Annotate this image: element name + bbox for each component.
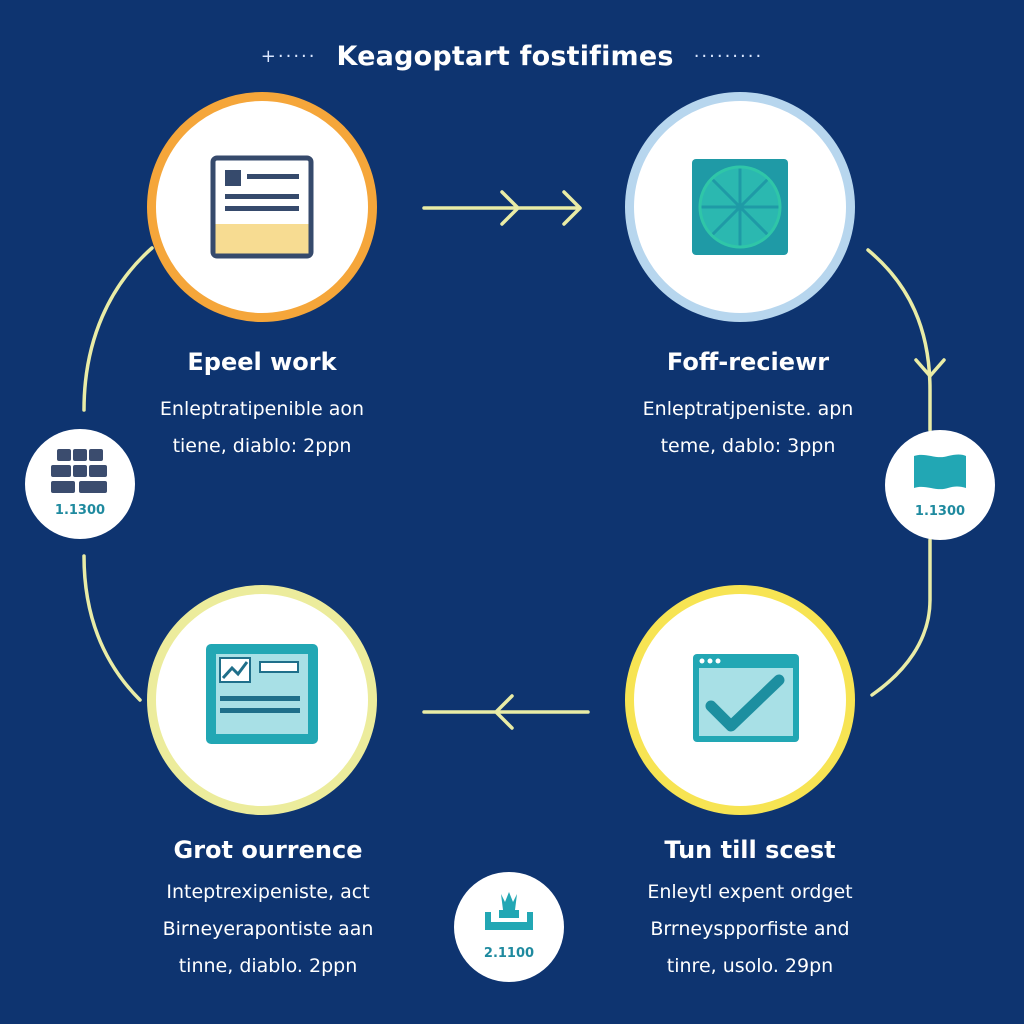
aperture-icon	[692, 159, 788, 255]
blocks-icon	[51, 449, 107, 493]
step-2-circle	[625, 92, 855, 322]
badge-bottom-label: 2.1100	[483, 946, 535, 961]
step-3-title: Grot ourrence	[173, 836, 363, 864]
step-3-circle	[147, 585, 377, 815]
document-icon	[210, 155, 314, 259]
badge-right: 1.1300	[885, 430, 995, 540]
step-4-circle	[625, 585, 855, 815]
badge-left-label: 1.1300	[54, 503, 106, 518]
arrow-step4-to-step3	[422, 694, 590, 730]
title-decoration-left: +·····	[260, 45, 317, 67]
connector-left-lower	[82, 554, 142, 702]
arrow-step1-to-step2	[422, 190, 582, 226]
step-2-description: Enleptratjpeniste. apn teme, dablo: 3ppn	[598, 391, 898, 465]
badge-right-label: 1.1300	[914, 504, 966, 519]
step-4-desc-line-2: Brrneyspporfiste and	[650, 918, 850, 940]
step-3-description: Inteptrexipeniste, act Birneyerapontiste…	[118, 874, 418, 985]
step-1-desc-line-1: Enleptratipenible aon	[159, 398, 365, 420]
connector-left-upper	[82, 246, 154, 412]
step-2-desc-line-1: Enleptratjpeniste. apn	[642, 398, 854, 420]
flag-icon	[914, 454, 966, 490]
step-4-desc-line-1: Enleytl expent ordget	[647, 881, 853, 903]
badge-left: 1.1300	[25, 429, 135, 539]
step-4-desc-line-3: tinre, usolo. 29pn	[666, 955, 834, 977]
step-3-desc-line-1: Inteptrexipeniste, act	[166, 881, 370, 903]
title-text: Keagoptart fostifimes	[336, 40, 674, 72]
badge-bottom: 2.1100	[454, 872, 564, 982]
step-4-title: Tun till scest	[664, 836, 836, 864]
step-3-desc-line-2: Birneyerapontiste aan	[162, 918, 374, 940]
arrow-step2-down	[914, 358, 946, 378]
plant-icon	[485, 892, 533, 930]
connector-right-upper	[866, 248, 932, 432]
title-decoration-right: ·········	[693, 45, 764, 67]
chart-window-icon	[206, 644, 318, 744]
step-2-desc-line-2: teme, dablo: 3ppn	[660, 435, 836, 457]
step-3-desc-line-3: tinne, diablo. 2ppn	[178, 955, 358, 977]
step-4-description: Enleytl expent ordget Brrneyspporfiste a…	[600, 874, 900, 985]
checkmark-window-icon	[693, 654, 799, 742]
diagram-title: +····· Keagoptart fostifimes ·········	[0, 34, 1024, 78]
step-2-title: Foff-reciewr	[666, 348, 830, 376]
step-1-circle	[147, 92, 377, 322]
step-1-title: Epeel work	[187, 348, 337, 376]
step-1-description: Enleptratipenible aon tiene, diablo: 2pp…	[112, 391, 412, 465]
connector-right-lower	[870, 538, 932, 697]
step-1-desc-line-2: tiene, diablo: 2ppn	[172, 435, 352, 457]
